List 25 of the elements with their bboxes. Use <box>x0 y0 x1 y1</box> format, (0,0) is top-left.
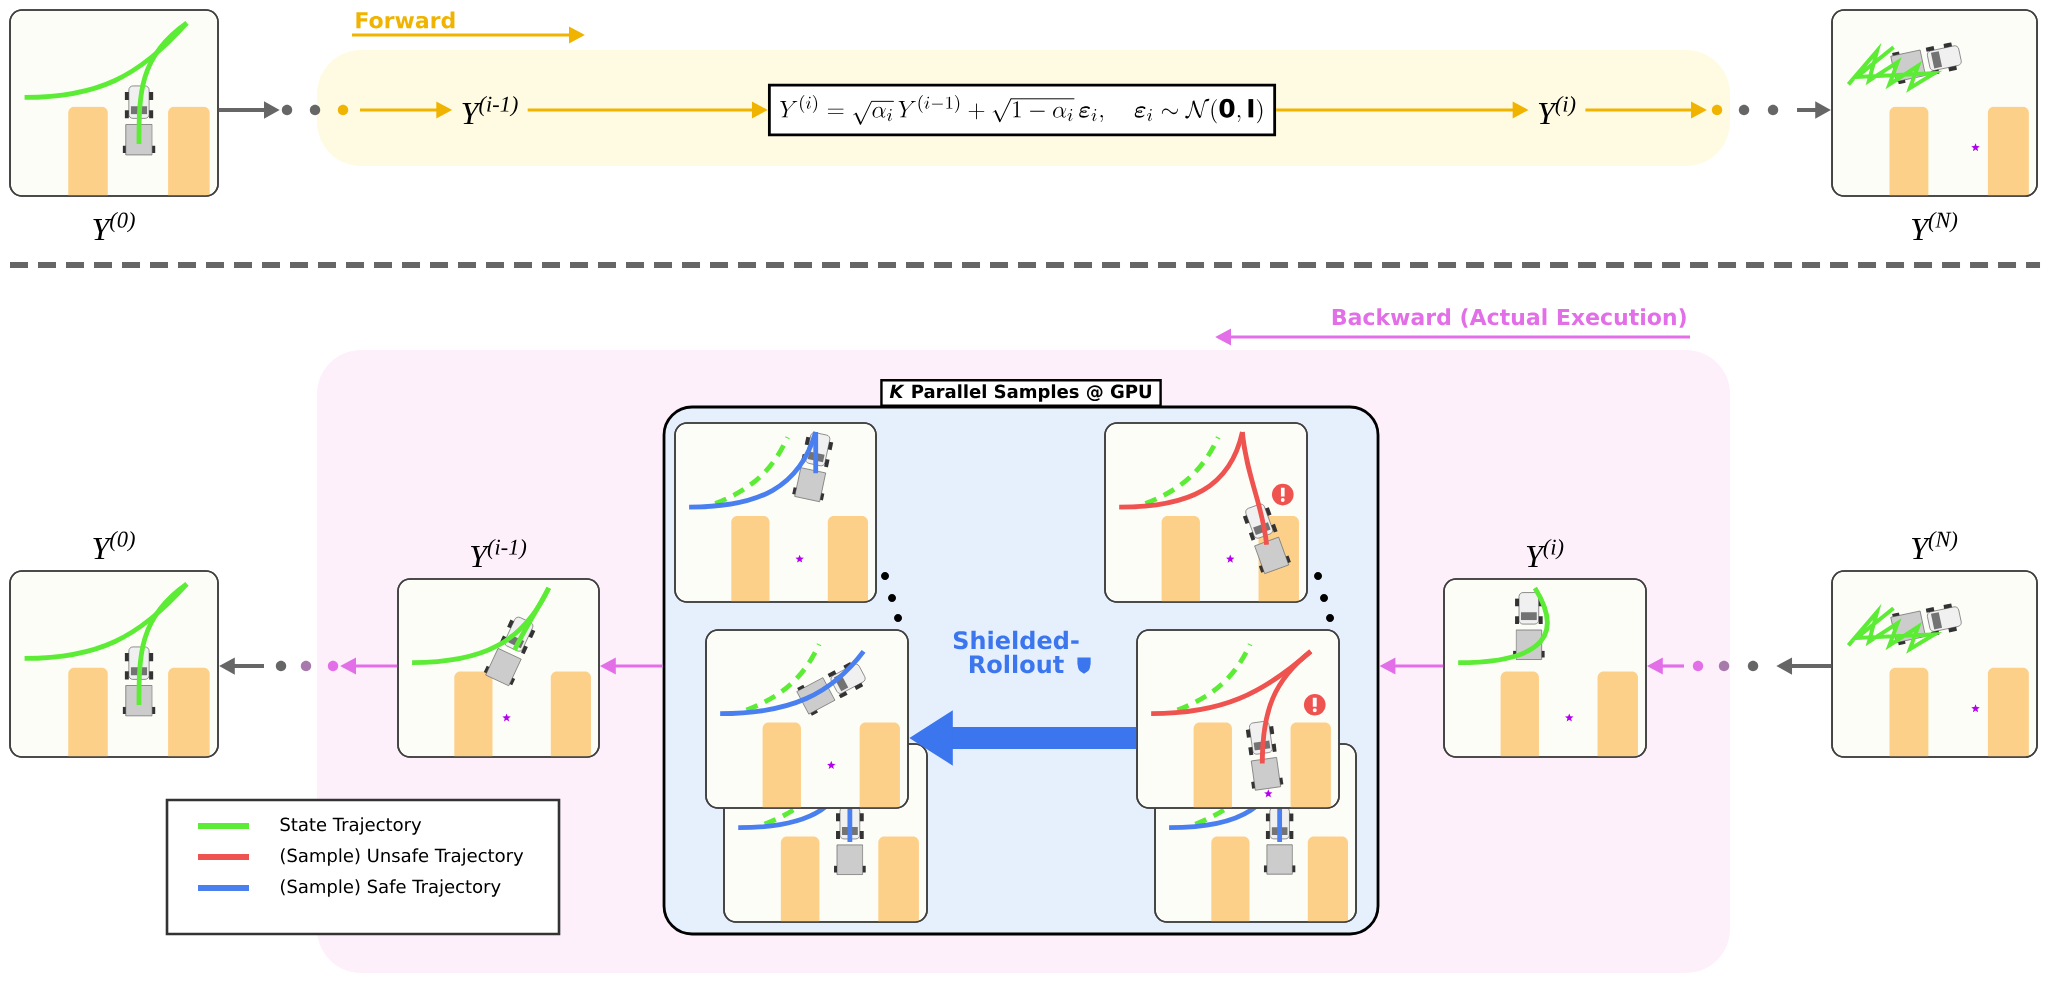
equation-box: $Y^{(i)} = \sqrt{\alpha_i}\,Y^{(i-1)} + \sqrt{1-\alpha_i}\,\boldsymbol{\varepsilon}_i, \quad \boldsymbol{\varepsilon}_i \sim \mathcal{N}(\mathbf{0},\mathbf{I})$ <box>767 83 1277 137</box>
scene-drawing <box>1136 629 1340 809</box>
scene-drawing <box>397 578 600 758</box>
scene-drawing <box>1831 9 2038 197</box>
state-label: Y$^{(i-1)}$ <box>462 96 518 125</box>
scene-drawing <box>9 570 219 758</box>
scene-drawing <box>9 9 219 197</box>
scene-label: Y$^{(i-1)}$ <box>471 539 527 568</box>
state-label: Y$^{(i)}$ <box>1538 96 1576 125</box>
legend-label: State Trajectory <box>280 817 422 835</box>
scene-label: Y$^{(N)}$ <box>1912 531 1958 560</box>
legend-label: (Sample) Safe Trajectory <box>280 879 501 897</box>
scene-drawing <box>1443 578 1647 758</box>
panel-heading: K Parallel Samples @ GPU <box>880 379 1162 407</box>
scene-drawing <box>1831 570 2038 758</box>
scene-label: Y$^{(i)}$ <box>1526 539 1564 568</box>
scene-drawing <box>674 422 877 603</box>
scene-label: Y$^{(0)}$ <box>93 531 135 560</box>
scene-label: Y$^{(0)}$ <box>93 212 135 241</box>
scene-drawing <box>1104 422 1308 603</box>
scene-drawing <box>705 629 909 809</box>
scene-label: Y$^{(N)}$ <box>1912 212 1958 241</box>
legend-label: (Sample) Unsafe Trajectory <box>280 848 524 866</box>
band-heading: Backward (Actual Execution) <box>1332 308 1686 328</box>
band-heading: Forward <box>356 11 455 29</box>
